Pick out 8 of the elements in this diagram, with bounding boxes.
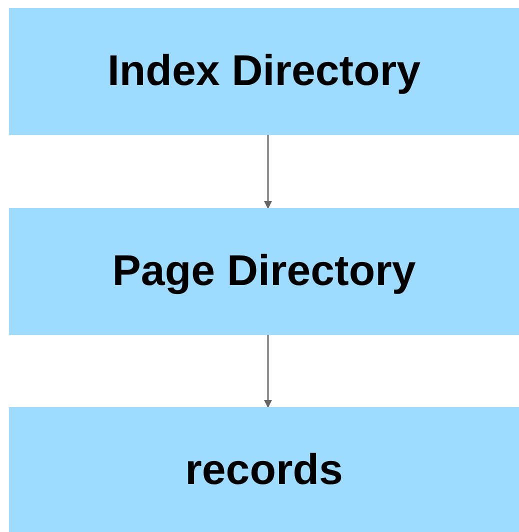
box-label: records	[185, 446, 343, 495]
arrow	[264, 335, 272, 408]
process-box	[9, 208, 519, 335]
box-label: Index Directory	[107, 47, 421, 96]
arrow	[264, 135, 272, 209]
process-box	[9, 407, 519, 532]
process-box	[9, 8, 519, 135]
box-label: Page Directory	[112, 247, 416, 296]
